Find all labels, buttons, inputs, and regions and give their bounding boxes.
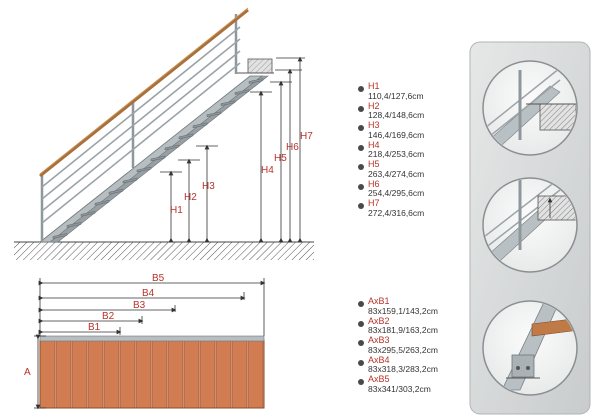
h6-label: H6 (286, 142, 299, 153)
bullet-icon (358, 183, 364, 190)
top-landing-detail-icon (482, 60, 578, 156)
stair-tread (206, 111, 222, 118)
guard-rails (41, 26, 241, 224)
b5-label: B5 (152, 273, 165, 284)
railing-board (39, 339, 56, 409)
bullet-icon (358, 359, 364, 366)
h2-label: H2 (184, 192, 197, 203)
bullet-icon (358, 301, 364, 307)
stair-tread (248, 78, 264, 84)
floor-hatch (14, 242, 314, 260)
stair-tread (234, 89, 250, 95)
bottom-anchor-detail-icon (482, 300, 578, 396)
railing-board (55, 339, 72, 409)
bullet-icon (358, 320, 364, 327)
a-label: A (24, 367, 31, 378)
stair-tread (178, 133, 194, 140)
railing-board (119, 339, 136, 409)
stair-tread (94, 199, 110, 206)
railing-front-view: A B5 B4 B3 B2 B1 (24, 273, 266, 410)
bullet-icon (358, 164, 364, 170)
b4-label: B4 (142, 288, 155, 299)
bullet-icon (358, 340, 364, 346)
h7-label: H7 (300, 131, 313, 142)
railing-board (135, 339, 152, 409)
stair-steps (52, 78, 264, 239)
stair-tread (150, 155, 166, 162)
railing-board (199, 339, 216, 409)
railing-board (87, 339, 104, 409)
bullet-icon (358, 379, 364, 385)
stair-tread (164, 144, 180, 151)
h3-label: H3 (202, 181, 215, 192)
railing-board (103, 339, 120, 409)
stair-tread (122, 177, 138, 184)
railing-top-rail (39, 335, 265, 342)
b3-label: B3 (133, 300, 146, 311)
top-step-detail-icon (482, 177, 578, 273)
stair-tread (52, 233, 68, 239)
railing-board (247, 339, 264, 409)
stair-tread (136, 166, 152, 173)
railing-board (167, 339, 184, 409)
stair-tread (80, 211, 96, 217)
railing-board (71, 339, 88, 409)
h1-label: H1 (170, 205, 183, 216)
stair-tread (66, 222, 82, 228)
staircase-elevation: H1 H2 H3 H4 H5 H6 H7 (14, 7, 314, 260)
h5-label: H5 (274, 153, 287, 164)
bullet-icon (358, 144, 364, 151)
railing-board (183, 339, 200, 409)
stair-tread (192, 122, 208, 129)
bullet-icon (358, 86, 364, 92)
stair-tread (108, 188, 124, 195)
detail-panel (469, 41, 591, 415)
railing-board (231, 339, 248, 409)
railing-board (215, 339, 232, 409)
railing-boards (39, 339, 264, 409)
bullet-icon (358, 105, 364, 112)
width-dimension-lines (38, 278, 266, 336)
height-dimension-lines (160, 56, 305, 243)
railing-board (151, 339, 168, 409)
h4-label: H4 (261, 165, 274, 176)
bullet-icon (358, 125, 364, 131)
wooden-handrail (39, 8, 249, 178)
stair-tread (220, 100, 236, 106)
bullet-icon (358, 203, 364, 209)
b2-label: B2 (102, 311, 115, 322)
b1-label: B1 (88, 322, 101, 333)
